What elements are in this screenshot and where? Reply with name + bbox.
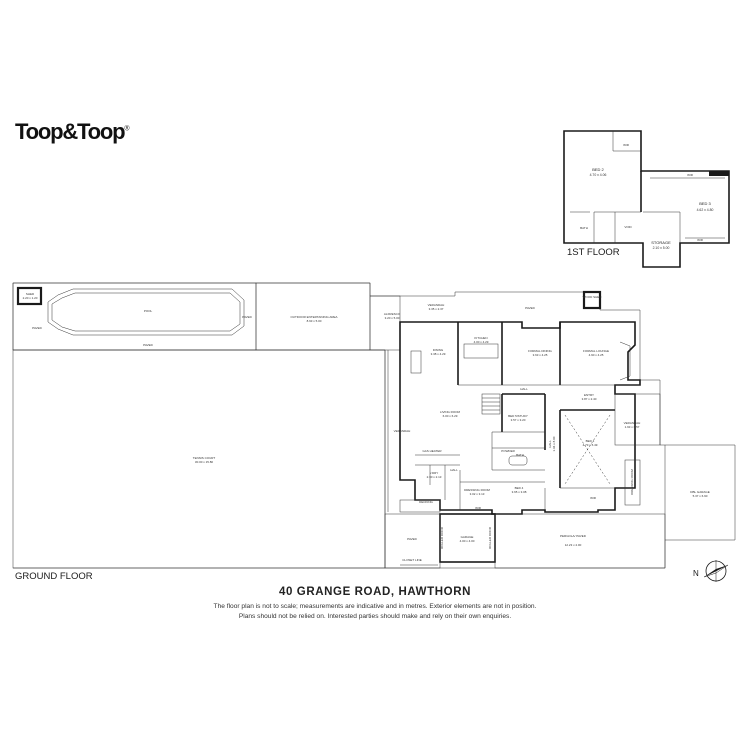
room-name: DBL GARAGE [690, 490, 709, 494]
room-name: WIR [697, 238, 704, 242]
room-dims: 12.23 x 4.00 [565, 543, 582, 547]
room-dims: 1.94 x 8.00 [552, 436, 556, 451]
room-name: BED 4 [515, 486, 524, 490]
room-name: BED 1 [586, 439, 595, 443]
room-dims: 2.10 x 5.00 [653, 246, 670, 250]
room-name: KITCHEN [474, 336, 487, 340]
room-dims: 2.20 x 1.20 [23, 296, 38, 300]
room-name: LIVING ROOM [440, 410, 461, 414]
room-name: WIR [623, 143, 630, 147]
room-name: CLOSET LINE [402, 558, 421, 562]
first-floor-room-labels: BED 2 4.70 x 4.06 BED 3 4.62 x 4.80 STOR… [580, 143, 713, 250]
compass-north-label: N [693, 569, 699, 578]
room-dims: 4.73 x 5.49 [583, 443, 598, 447]
room-name: FORMAL LOUNGE [583, 349, 609, 353]
room-name: DECKING [419, 500, 433, 504]
room-dims: 30.00 x 15.80 [195, 460, 214, 464]
room-name: ROLLER DOOR [488, 526, 492, 549]
room-dims: 6.00 x 6.29 [443, 414, 458, 418]
room-name: ENTRY [584, 393, 594, 397]
room-name: WIR [590, 496, 597, 500]
room-name: WIR [475, 506, 482, 510]
first-floor-plan [563, 130, 730, 268]
disclaimer-line-1: The floor plan is not to scale; measurem… [213, 603, 537, 610]
room-dims: 5.37 x 6.90 [693, 494, 708, 498]
room-name: HALL [520, 387, 528, 391]
room-dims: 4.62 x 4.80 [697, 208, 714, 212]
ground-floor-label: GROUND FLOOR [15, 571, 93, 582]
room-name: VERANDAH [428, 303, 445, 307]
room-name: TENNIS COURT [193, 456, 216, 460]
room-name: PAVED [242, 315, 253, 319]
room-dims: 4.90 x 4.25 [589, 353, 604, 357]
room-name: PAVED [143, 343, 154, 347]
north-compass [703, 560, 729, 582]
room-name: VERANDAH [394, 429, 411, 433]
room-name: ROLLER DOOR [440, 526, 444, 549]
room-dims: 4.00 x 4.00 [460, 539, 475, 543]
room-name: BATH [516, 453, 524, 457]
room-name: PAVED [407, 537, 418, 541]
room-name: PAVED [32, 326, 43, 330]
room-name: VERANDAH [624, 421, 641, 425]
room-dims: 1.93 x 6.57 [625, 425, 640, 429]
room-name: DINING [433, 348, 444, 352]
room-name: POOL [144, 309, 153, 313]
room-dims: 3.87 x 2.40 [582, 397, 597, 401]
room-dims: 3.65 x 3.08 [512, 490, 527, 494]
room-name: DRESSING ROOM [464, 488, 490, 492]
room-name: OUTDOOR ENTERTAINING AREA [290, 315, 337, 319]
room-dims: 3.38 x 4.29 [431, 352, 446, 356]
toop-and-toop-logo: Toop&Toop® [15, 119, 130, 145]
room-dims: 3.20 x 5.00 [385, 316, 400, 320]
room-name: STORAGE [651, 240, 671, 245]
room-name: L'DRY [430, 471, 439, 475]
room-dims: 3.02 x 3.13 [470, 492, 485, 496]
room-name: FORMAL DINING [528, 349, 552, 353]
room-dims: 8.93 x 5.00 [307, 319, 322, 323]
room-dims: 3.35 x 2.37 [429, 307, 444, 311]
room-name: PERGOLA/ PAVED [560, 534, 587, 538]
room-name: BED 2 [592, 167, 604, 172]
room-name: WOOD SHED [583, 295, 603, 299]
room-name: POWDER [501, 449, 515, 453]
logo-text: Toop&Toop [15, 119, 126, 144]
room-dims: 3.57 x 3.20 [511, 418, 526, 422]
room-dims: 2.30 x 2.13 [427, 475, 442, 479]
ground-floor-plan [12, 282, 736, 569]
room-name: GARAGE [461, 535, 474, 539]
room-name: BED 3 [699, 201, 711, 206]
room-name: DRESSING ROOM [630, 469, 634, 495]
property-address: 40 GRANGE ROAD, HAWTHORN [278, 586, 472, 598]
ground-floor-room-labels: SHED 2.20 x 1.20 POOL PAVED PAVED PAVED … [23, 292, 710, 562]
room-dims: 4.70 x 4.06 [590, 173, 607, 177]
room-dims: 4.00 x 4.29 [474, 340, 489, 344]
room-name: GAS HEATER [422, 449, 442, 453]
disclaimer-line-2: Plans should not be relied on. Intereste… [238, 613, 512, 620]
room-name: BED 5/STUDY [508, 414, 528, 418]
room-name: HALL [548, 440, 552, 448]
room-name: PAVED [525, 306, 536, 310]
room-name: HALL [450, 468, 458, 472]
room-name: VOID [624, 225, 632, 229]
registered-mark: ® [124, 125, 130, 133]
room-name: WIR [687, 173, 694, 177]
first-floor-label: 1ST FLOOR [567, 247, 620, 258]
room-name: ALFRESCO [384, 312, 401, 316]
room-name: SHED [26, 292, 35, 296]
room-dims: 3.63 x 4.25 [533, 353, 548, 357]
room-name: BATH [580, 226, 588, 230]
